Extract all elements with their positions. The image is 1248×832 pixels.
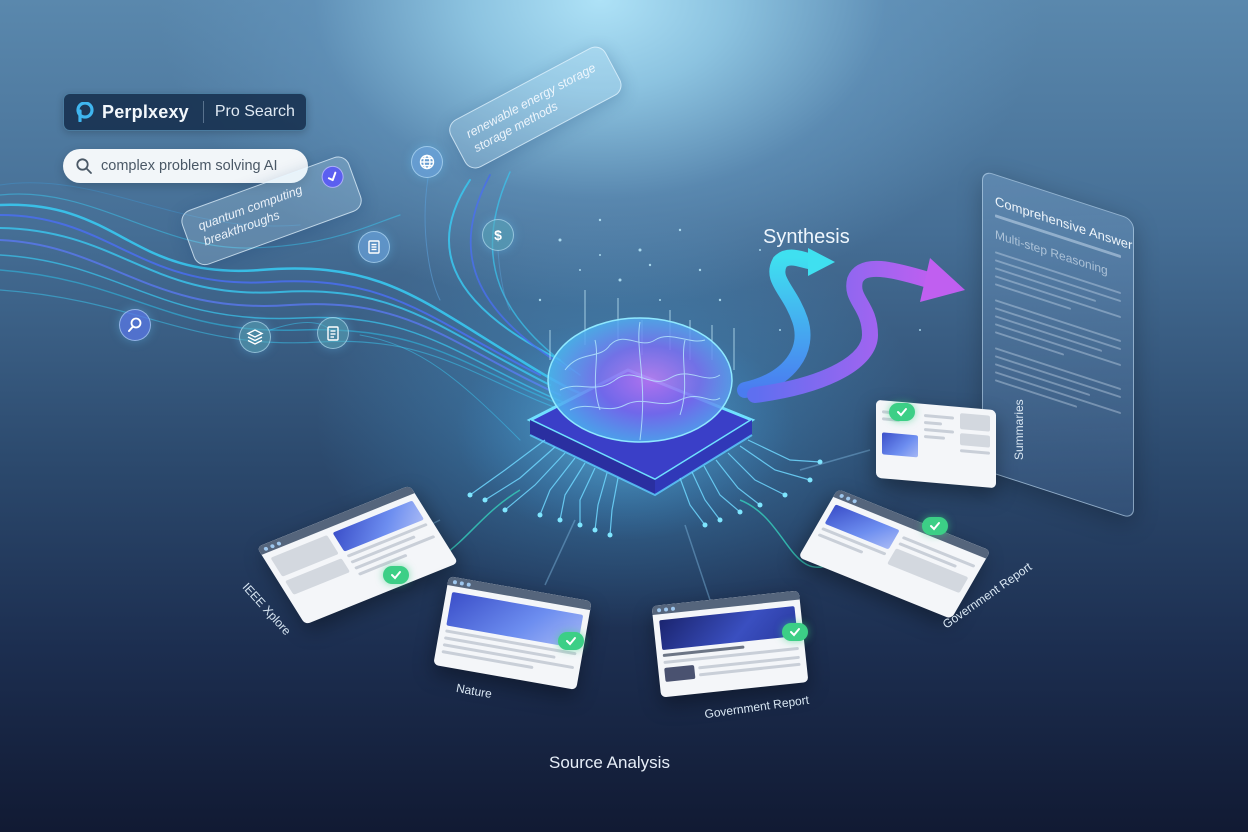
query-chip-quantum[interactable]: quantum computing breakthroughs	[178, 153, 366, 269]
brand-divider	[202, 101, 204, 123]
search-query-text: complex problem solving AI	[101, 158, 278, 174]
verified-check-icon	[922, 517, 948, 535]
comprehensive-answer-panel[interactable]: Comprehensive Answer Multi-step Reasonin…	[982, 170, 1134, 520]
text-line	[995, 267, 1096, 302]
brain	[547, 317, 733, 443]
brand-name: Perplxexy	[102, 101, 189, 122]
document-icon[interactable]	[358, 231, 390, 263]
search-input[interactable]: complex problem solving AI	[63, 149, 308, 183]
pro-search-label[interactable]: Pro Search	[214, 103, 295, 120]
synthesis-label: Synthesis	[763, 226, 850, 248]
source-card-gov-center[interactable]	[651, 590, 809, 698]
brand-bar: Perplxexy Pro Search	[63, 93, 307, 131]
layers-icon[interactable]	[239, 321, 271, 353]
verified-check-icon	[889, 403, 915, 421]
verified-check-icon	[782, 623, 808, 641]
clipboard-icon[interactable]	[317, 317, 349, 349]
text-line	[995, 363, 1090, 396]
source-label-summaries: Summaries	[1012, 399, 1026, 460]
check-icon	[318, 162, 347, 191]
search-icon	[76, 158, 92, 174]
source-analysis-label: Source Analysis	[549, 753, 670, 772]
magnifier-icon[interactable]	[119, 309, 151, 341]
dollar-icon[interactable]: $	[482, 219, 514, 251]
verified-check-icon	[383, 566, 409, 584]
text-line	[995, 315, 1103, 353]
synthesis-arrows	[737, 248, 965, 403]
verified-check-icon	[558, 632, 584, 650]
svg-text:$: $	[494, 227, 502, 243]
perplexity-logo-icon	[76, 102, 94, 122]
globe-icon[interactable]	[411, 146, 443, 178]
